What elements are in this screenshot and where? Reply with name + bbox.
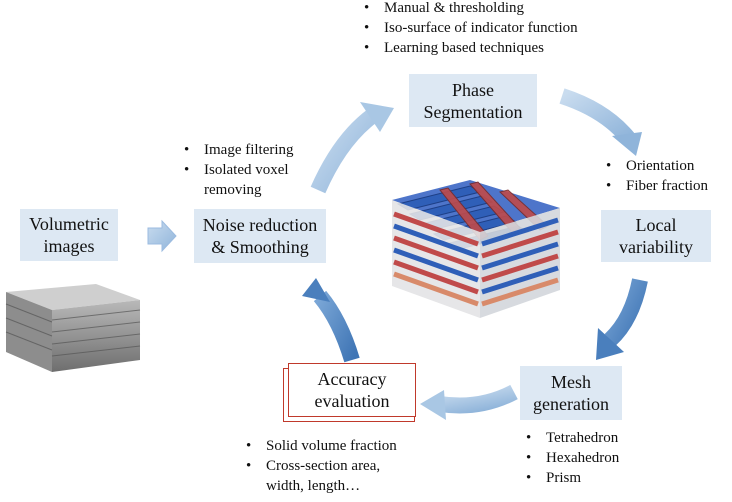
list-item-continuation: width, length…	[244, 476, 397, 496]
arrow-mesh-to-accuracy	[438, 384, 518, 414]
box-label-line2: evaluation	[314, 391, 390, 411]
ct-volume-image	[5, 284, 141, 372]
list-item: Solid volume fraction	[244, 436, 397, 456]
accuracy-evaluation-box: Accuracy evaluation	[288, 363, 416, 417]
list-item: Prism	[524, 468, 619, 488]
box-label-line1: Phase	[451, 79, 494, 100]
list-item-text: width, length…	[266, 478, 361, 494]
mesh-bullets: Tetrahedron Hexahedron Prism	[524, 428, 619, 488]
box-label-line1: Mesh	[551, 372, 591, 392]
box-label-line1: Accuracy	[317, 369, 387, 389]
phase-bullets: Manual & thresholding Iso-surface of ind…	[362, 0, 578, 58]
box-label-line1: Local	[635, 215, 677, 235]
box-label-line2: & Smoothing	[211, 237, 309, 257]
arrow-phase-to-local	[559, 88, 635, 144]
arrow-noise-to-phase	[310, 109, 377, 194]
list-item: Fiber fraction	[604, 176, 708, 196]
list-item: Learning based techniques	[362, 38, 578, 58]
list-item: Manual & thresholding	[362, 0, 578, 18]
list-item: Orientation	[604, 156, 708, 176]
woven-fabric-model	[392, 180, 560, 318]
list-item: Image filtering	[182, 140, 294, 160]
list-item-continuation: removing	[182, 180, 294, 200]
local-bullets: Orientation Fiber fraction	[604, 156, 708, 196]
list-item: Tetrahedron	[524, 428, 619, 448]
box-label-line2: images	[43, 236, 95, 256]
box-label-line1: Volumetric	[29, 214, 109, 234]
box-label-line2: generation	[533, 394, 609, 414]
list-item-text: removing	[204, 182, 262, 198]
accuracy-bullets: Solid volume fraction Cross-section area…	[244, 436, 397, 496]
box-label-line2: variability	[619, 237, 693, 257]
noise-bullets: Image filtering Isolated voxel removing	[182, 140, 294, 200]
box-label-line2: Segmentation	[423, 101, 523, 122]
list-item: Iso-surface of indicator function	[362, 18, 578, 38]
list-item: Isolated voxel	[182, 160, 294, 180]
arrow-volumetric-to-noise	[147, 219, 177, 253]
list-item: Hexahedron	[524, 448, 619, 468]
box-label-line1: Noise reduction	[202, 215, 318, 235]
arrow-accuracy-to-noise	[313, 290, 360, 363]
list-item: Cross-section area,	[244, 456, 397, 476]
arrow-local-to-mesh	[604, 278, 648, 346]
noise-reduction-box: Noise reduction& Smoothing	[194, 209, 326, 263]
